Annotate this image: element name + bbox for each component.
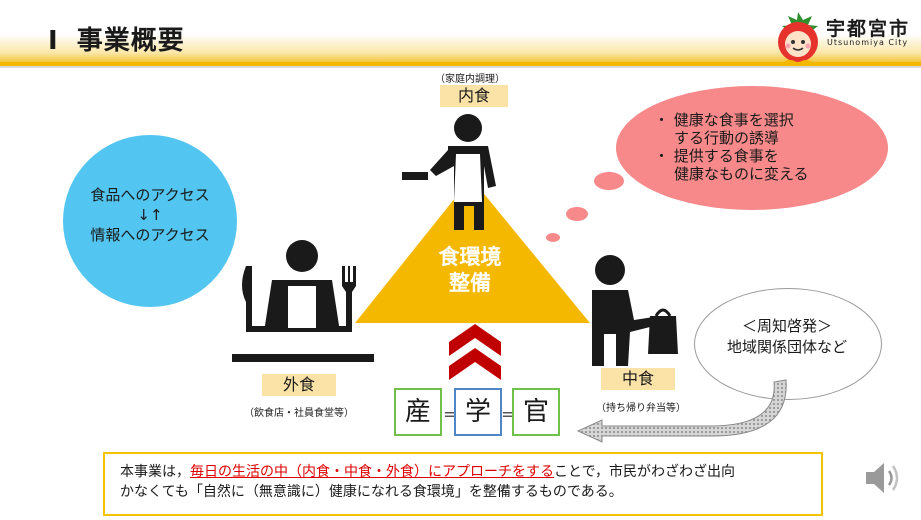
eat-out-diner-icon [232,240,374,362]
section-title: 事業概要 [76,26,185,56]
speaker-icon[interactable] [862,458,902,498]
chevron-up-icon [449,324,501,380]
thought-dot [594,172,624,190]
eat-out-sublabel: （飲食店・社員食堂等） [244,408,354,419]
goals-bubble [616,86,888,210]
ready-meal-sublabel: （持ち帰り弁当等） [596,403,686,414]
center-label: 食環境 整備 [420,244,520,296]
header-shadow-line [0,66,921,68]
access-bubble-text: 食品へのアクセス ↓↑ 情報へのアクセス [90,186,210,244]
header-band [0,0,921,62]
city-name: 宇都宮市 [826,18,911,40]
curved-arrow-icon [576,379,787,443]
summary-text: 本事業は，毎日の生活の中（内食・中食・外食）にアプローチをすることで，市民がわざ… [120,464,736,500]
thought-dot [566,207,588,221]
access-bubble [63,135,237,307]
partner-industry-box: 産 [394,388,442,436]
home-cook-icon [402,114,496,230]
home-tag: 内食 [440,85,508,107]
page-title: I 事業概要 [48,20,185,57]
center-label-line1: 食環境 [438,245,502,269]
ready-meal-shopper-icon [592,255,678,366]
awareness-bubble [694,288,882,400]
center-label-line2: 整備 [449,271,491,295]
home-sublabel: （家庭内調理） [435,74,505,85]
eat-out-tag: 外食 [262,374,336,396]
awareness-bubble-text: ＜周知啓発＞ 地域関係団体など [726,317,847,356]
summary-highlight: 毎日の生活の中（内食・中食・外食）にアプローチをする [190,464,554,480]
header-divider [0,62,921,66]
partner-academia-box: 学 [454,388,502,436]
strawberry-mascot-logo [778,12,818,66]
summary-box [103,452,823,516]
thought-dot [546,233,560,242]
ready-meal-tag: 中食 [601,368,675,390]
city-roman-name: Utsunomiya City [827,38,909,47]
goals-bubble-text: ・ 健康な食事を選択 する行動の誘導 ・ 提供する食事を 健康なものに変える [654,111,809,183]
section-numeral: I [48,26,59,56]
partner-government-box: 官 [512,388,560,436]
